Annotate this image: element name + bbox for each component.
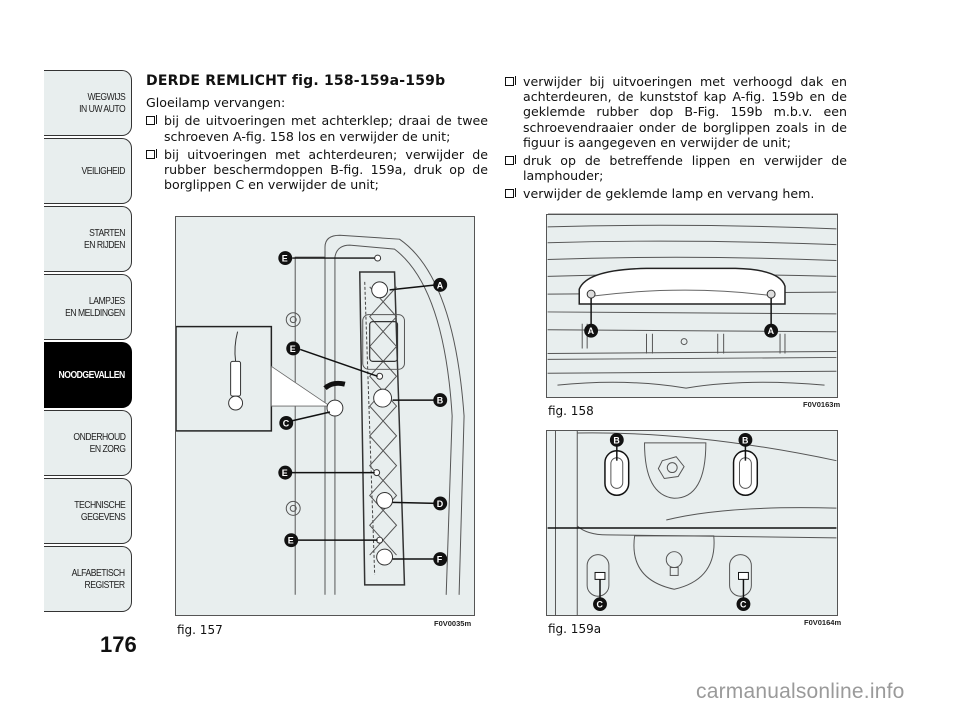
tab-wegwijs[interactable]: WEGWIJS IN UW AUTO xyxy=(44,70,132,136)
list-item: bij de uitvoeringen met achterklep; draa… xyxy=(146,113,488,144)
tab-label: STARTEN EN RIJDEN xyxy=(83,227,126,251)
list-item: bij uitvoeringen met achterdeuren; verwi… xyxy=(146,147,488,193)
callout-label: D xyxy=(437,499,444,509)
callout-label: B xyxy=(613,435,620,445)
list-item-text: verwijder de geklemde lamp en vervang he… xyxy=(523,186,815,202)
callout-label: B xyxy=(437,396,444,406)
watermark: carmanualsonline.info xyxy=(696,680,905,703)
callout-label: E xyxy=(282,254,288,264)
checkbox-bullet-icon xyxy=(505,76,516,86)
tab-noodgevallen[interactable]: NOODGEVALLEN xyxy=(44,342,132,408)
tab-label: ONDERHOUD EN ZORG xyxy=(72,431,126,455)
right-column: verwijder bij uitvoeringen met verhoogd … xyxy=(505,74,847,205)
list-item: verwijder bij uitvoeringen met verhoogd … xyxy=(505,74,847,150)
callout-label: A xyxy=(768,326,775,336)
page-number: 176 xyxy=(100,632,137,657)
tab-lampjes[interactable]: LAMPJES EN MELDINGEN xyxy=(44,274,132,340)
taillight-illustration: E A E B C E D E F xyxy=(176,234,465,595)
divider xyxy=(548,213,838,214)
figure-159a-brake-light-rear-doors: B B C C xyxy=(546,430,838,616)
list-item-text: verwijder bij uitvoeringen met verhoogd … xyxy=(523,74,847,150)
callout-label: E xyxy=(282,468,288,478)
checkbox-bullet-icon xyxy=(146,115,157,126)
callout-label: F xyxy=(437,555,443,565)
figure-caption: fig. 158 xyxy=(548,404,594,418)
checkbox-bullet-icon xyxy=(146,148,157,159)
figure-158-brake-light-tailgate: A A xyxy=(546,214,838,398)
section-heading: DERDE REMLICHT fig. 158-159a-159b xyxy=(146,73,488,89)
tab-onderhoud[interactable]: ONDERHOUD EN ZORG xyxy=(44,410,132,476)
list-item-text: druk op de betreffende lippen en verwijd… xyxy=(523,153,847,184)
figure-code: F0V0163m xyxy=(803,400,841,409)
callout-label: C xyxy=(740,600,747,610)
list-item-text: bij de uitvoeringen met achterklep; draa… xyxy=(164,113,488,144)
heading-title: DERDE REMLICHT xyxy=(146,73,287,89)
tab-label: VEILIGHEID xyxy=(81,165,126,177)
figure-157-taillight-assembly: E A E B C E D E F xyxy=(175,216,475,616)
intro-text: Gloeilamp vervangen: xyxy=(146,95,286,111)
tab-technische[interactable]: TECHNISCHE GEGEVENS xyxy=(44,478,132,544)
tab-veiligheid[interactable]: VEILIGHEID xyxy=(44,138,132,204)
figure-caption: fig. 159a xyxy=(548,622,602,636)
tab-starten[interactable]: STARTEN EN RIJDEN xyxy=(44,206,132,272)
left-column: DERDE REMLICHT fig. 158-159a-159b Gloeil… xyxy=(146,73,488,195)
brake-light-illustration: A A xyxy=(547,224,837,389)
figure-code: F0V0035m xyxy=(434,619,472,628)
callout-label: C xyxy=(283,418,290,428)
tab-label: TECHNISCHE GEGEVENS xyxy=(73,499,126,523)
rear-door-illustration: B B C C xyxy=(547,431,837,615)
callout-label: E xyxy=(290,344,296,354)
callout-label: A xyxy=(437,280,444,290)
checkbox-bullet-icon xyxy=(505,188,516,199)
tab-label: ALFABETISCH REGISTER xyxy=(72,567,125,591)
tab-alfabetisch[interactable]: ALFABETISCH REGISTER xyxy=(44,546,132,612)
figure-code: F0V0164m xyxy=(804,618,842,627)
heading-fig-ref: fig. 158-159a-159b xyxy=(291,73,446,89)
checkbox-bullet-icon xyxy=(505,155,516,166)
callout-label: E xyxy=(288,536,294,546)
callout-label: B xyxy=(742,435,749,445)
list-item: verwijder de geklemde lamp en vervang he… xyxy=(505,186,847,201)
tab-label: LAMPJES EN MELDINGEN xyxy=(65,295,125,319)
list-item: druk op de betreffende lippen en verwijd… xyxy=(505,153,847,183)
tab-label: WEGWIJS IN UW AUTO xyxy=(78,91,126,115)
list-item-text: bij uitvoeringen met achterdeuren; verwi… xyxy=(164,146,488,193)
tab-label: NOODGEVALLEN xyxy=(58,369,126,381)
figure-caption: fig. 157 xyxy=(177,623,223,637)
callout-label: A xyxy=(588,326,595,336)
callout-label: C xyxy=(597,600,604,610)
